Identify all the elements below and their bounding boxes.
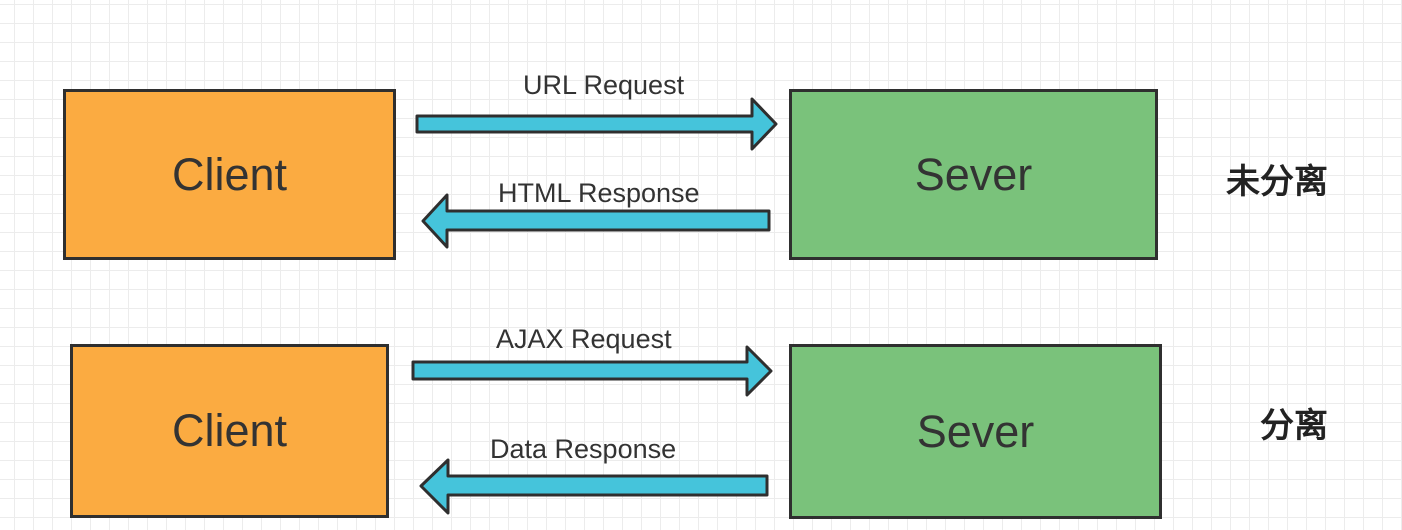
- request-label-1: URL Request: [523, 70, 685, 100]
- response-arrow-2-shape: [419, 458, 769, 515]
- server-label-2: Sever: [916, 405, 1035, 457]
- request-arrow-1-shape: [415, 97, 778, 151]
- client-box-1: Client: [63, 89, 396, 260]
- response-label-2: Data Response: [490, 434, 677, 464]
- request-label-2: AJAX Request: [496, 324, 672, 354]
- response-arrow-2: [419, 458, 769, 515]
- response-arrow-1: [421, 193, 771, 249]
- request-arrow-1: [415, 97, 778, 151]
- client-label-1: Client: [171, 148, 288, 200]
- mode-label-2: 分离: [1260, 406, 1328, 446]
- mode-label-1: 未分离: [1226, 162, 1328, 202]
- client-label-2: Client: [171, 405, 288, 456]
- response-arrow-1-shape: [421, 193, 771, 249]
- server-box-1: Sever: [789, 89, 1158, 260]
- server-box-2: Sever: [789, 344, 1162, 519]
- response-label-1: HTML Response: [498, 178, 700, 208]
- request-arrow-2-shape: [411, 345, 773, 397]
- server-label-1: Sever: [914, 148, 1033, 200]
- request-arrow-2: [411, 345, 773, 397]
- client-box-2: Client: [70, 344, 389, 518]
